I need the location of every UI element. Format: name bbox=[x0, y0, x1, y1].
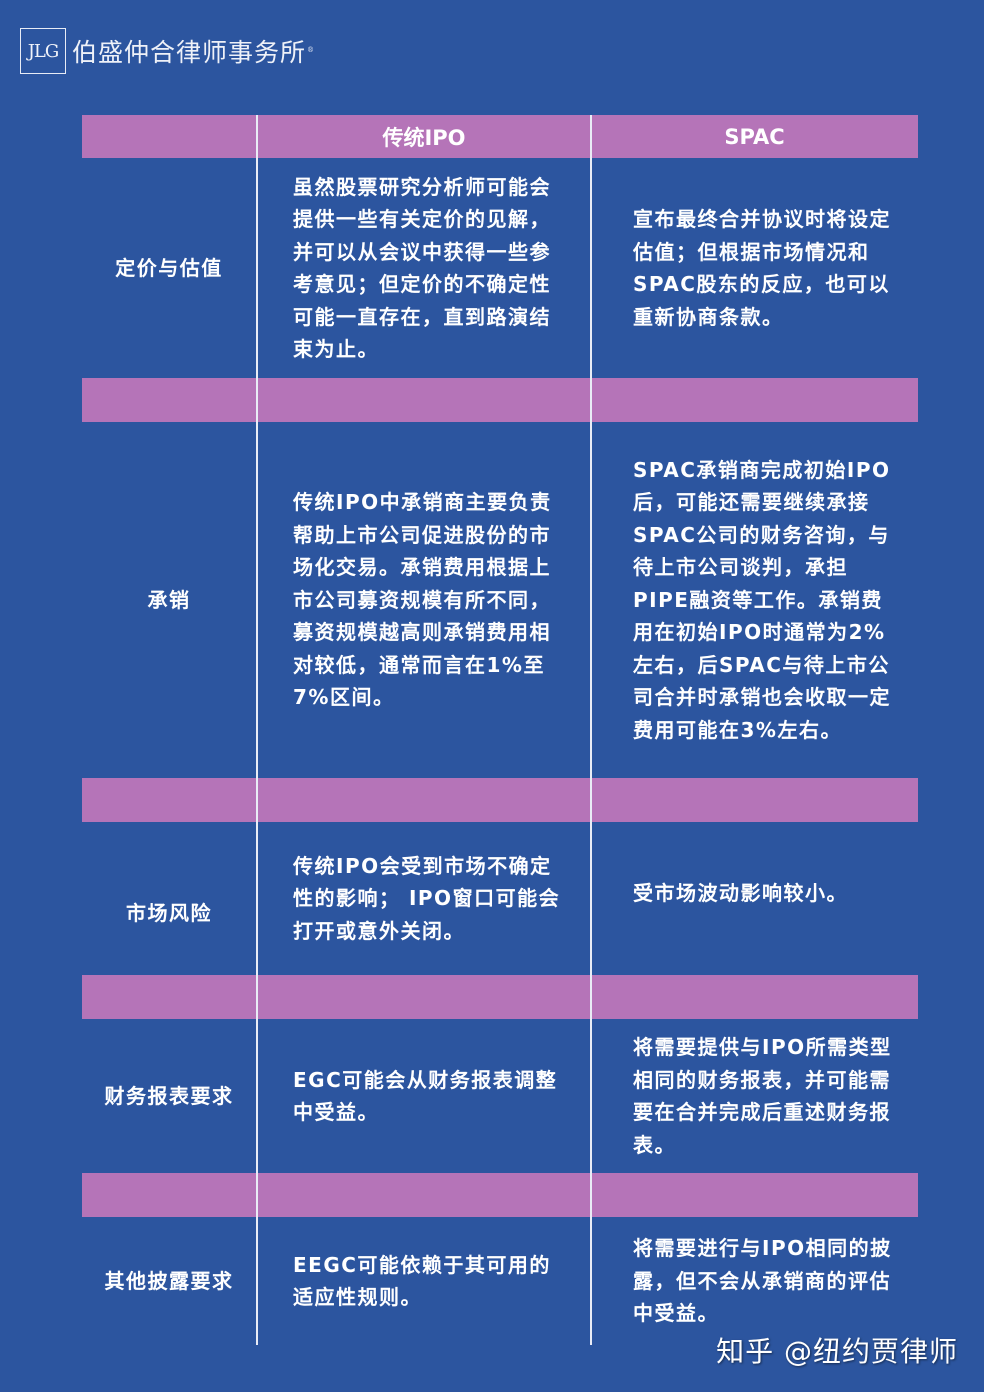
row-label: 定价与估值 bbox=[115, 255, 223, 280]
spac-cell: SPAC承销商完成初始IPO后，可能还需要继续承接SPAC公司的财务咨询，与待上… bbox=[633, 457, 891, 742]
row-label: 市场风险 bbox=[126, 901, 212, 926]
logo-mark: JLG bbox=[20, 28, 66, 74]
spac-cell: 将需要进行与IPO相同的披露，但不会从承销商的评估中受益。 bbox=[633, 1236, 892, 1326]
separator-band bbox=[82, 975, 918, 1019]
ipo-cell: EGC可能会从财务报表调整中受益。 bbox=[293, 1067, 558, 1125]
separator-band bbox=[82, 1173, 918, 1217]
header-band bbox=[82, 115, 918, 158]
registered-mark-icon: ® bbox=[307, 45, 316, 54]
separator-band bbox=[82, 378, 918, 422]
spac-cell: 将需要提供与IPO所需类型相同的财务报表，并可能需要在合并完成后重述财务报表。 bbox=[633, 1035, 892, 1157]
firm-name: 伯盛仲合律师事务所® bbox=[72, 38, 316, 67]
ipo-cell: 传统IPO会受到市场不确定性的影响； IPO窗口可能会打开或意外关闭。 bbox=[293, 853, 561, 943]
header-label-blank bbox=[82, 115, 256, 158]
ipo-cell: 虽然股票研究分析师可能会提供一些有关定价的见解，并可以从会议中获得一些参考意见；… bbox=[293, 174, 551, 362]
row-label: 承销 bbox=[147, 587, 191, 612]
column-divider bbox=[590, 115, 592, 1345]
spac-cell: 宣布最终合并协议时将设定估值；但根据市场情况和SPAC股东的反应，也可以重新协商… bbox=[633, 207, 891, 329]
firm-logo: JLG 伯盛仲合律师事务所® bbox=[20, 26, 315, 76]
ipo-cell: EEGC可能依赖于其可用的适应性规则。 bbox=[293, 1252, 551, 1310]
header-traditional-ipo: 传统IPO bbox=[382, 125, 466, 150]
column-divider bbox=[256, 115, 258, 1345]
header-spac: SPAC bbox=[724, 124, 785, 149]
separator-band bbox=[82, 778, 918, 822]
zhihu-watermark: 知乎 @纽约贾律师 bbox=[716, 1335, 958, 1368]
row-label: 其他披露要求 bbox=[104, 1268, 234, 1293]
row-label: 财务报表要求 bbox=[104, 1083, 234, 1108]
ipo-cell: 传统IPO中承销商主要负责帮助上市公司促进股份的市场化交易。承销费用根据上市公司… bbox=[293, 490, 552, 710]
spac-cell: 受市场波动影响较小。 bbox=[633, 881, 848, 906]
